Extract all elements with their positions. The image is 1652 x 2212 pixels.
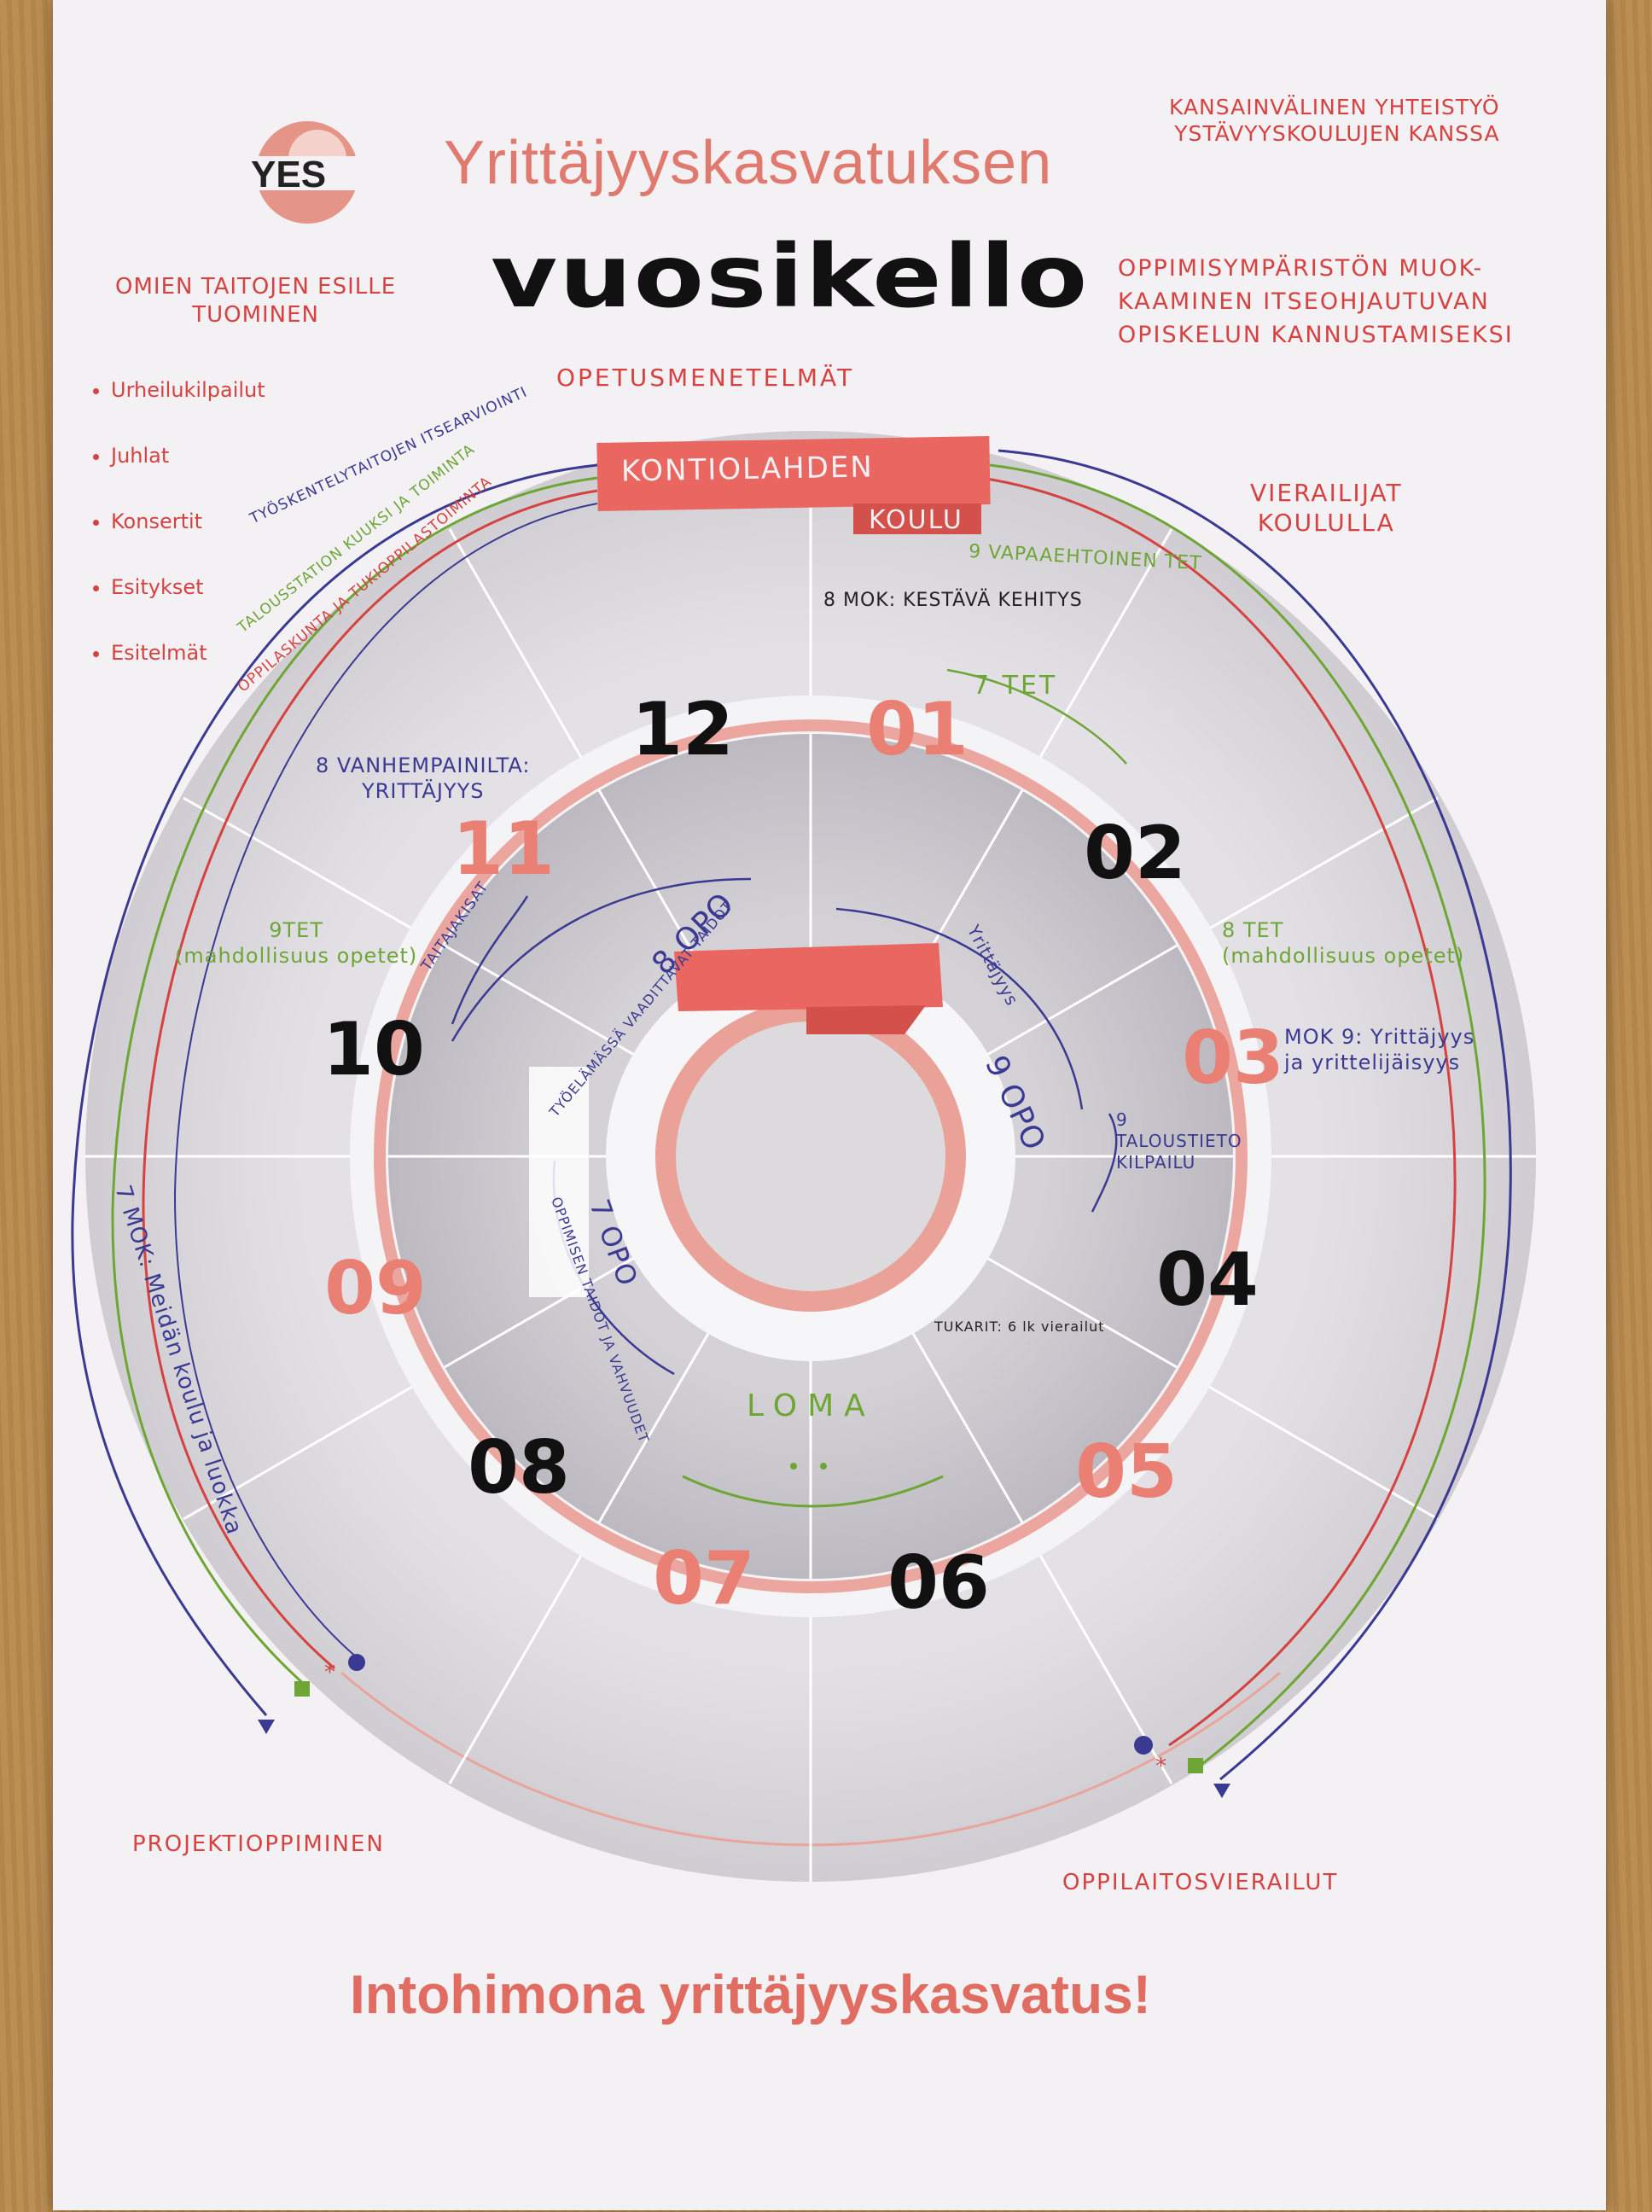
note-talous: 9 TALOUSTIETO KILPAILU xyxy=(1116,1109,1242,1173)
loma-eye-left xyxy=(790,1463,797,1470)
logo-text: YES xyxy=(251,154,327,195)
list-item: Esitykset xyxy=(111,571,265,603)
blue-arc-left xyxy=(71,463,598,1716)
yes-logo: YES xyxy=(247,119,367,226)
red-arc-right xyxy=(980,476,1457,1747)
note-visitors: VIERAILIJAT KOULULLA xyxy=(1250,479,1403,537)
correction-patch xyxy=(529,1067,589,1297)
note-own-skills: OMIEN TAITOJEN ESILLE TUOMINEN xyxy=(115,274,397,328)
month-04: 04 xyxy=(1156,1237,1259,1323)
month-05: 05 xyxy=(1075,1429,1178,1515)
note-school-visits: OPPILAITOSVIERAILUT xyxy=(1062,1870,1339,1895)
opo9-arrow xyxy=(835,907,1084,1110)
blue-triangle-marker-right xyxy=(1213,1784,1230,1798)
month-09: 09 xyxy=(324,1246,427,1331)
green-arc-right xyxy=(989,463,1486,1768)
salmon-ring xyxy=(374,719,1248,1593)
green-square-marker xyxy=(294,1681,310,1697)
taitaja-arrow xyxy=(451,895,529,1025)
month-01: 01 xyxy=(866,687,969,772)
note-methods: OPETUSMENETELMÄT xyxy=(556,364,855,392)
note-parents-evening: 8 VANHEMPAINILTA: YRITTÄJYYS xyxy=(316,754,531,803)
month-03: 03 xyxy=(1182,1016,1284,1101)
month-11: 11 xyxy=(452,806,555,892)
list-item: Esitelmät xyxy=(111,637,265,669)
green-square-marker-right xyxy=(1188,1758,1203,1773)
list-item: Konsertit xyxy=(111,505,265,538)
title-line-2: vuosikello xyxy=(491,226,1090,328)
red-arc-left xyxy=(142,489,598,1670)
month-10: 10 xyxy=(323,1007,425,1092)
note-mok9: MOK 9: Yrittäjyys ja yrittelijäisyys xyxy=(1284,1025,1475,1074)
month-06: 06 xyxy=(887,1540,990,1626)
school-banner: KONTIOLAHDEN xyxy=(596,435,991,512)
month-12: 12 xyxy=(631,687,734,772)
month-07: 07 xyxy=(653,1536,755,1621)
center-banner-fold xyxy=(806,1005,926,1034)
list-item: Urheilukilpailut xyxy=(111,374,265,406)
note-loma: LOMA xyxy=(747,1388,875,1423)
note-tet9: 9TET (mahdollisuus opetet) xyxy=(175,918,418,968)
note-learning-environment: OPPIMISYMPÄRISTÖN MUOK- KAAMINEN ITSEOHJ… xyxy=(1118,255,1514,349)
note-mok8: 8 MOK: KESTÄVÄ KEHITYS xyxy=(823,590,1083,611)
red-star-marker-right: * xyxy=(1155,1754,1166,1779)
green-arc-left xyxy=(111,476,598,1687)
loma-eye-right xyxy=(820,1463,827,1470)
red-star-marker: * xyxy=(324,1660,335,1685)
note-tet7: 7 TET xyxy=(973,671,1058,701)
talous-arrow xyxy=(1091,1113,1118,1213)
blue-circle-marker xyxy=(348,1654,365,1671)
opo8-arrow xyxy=(451,877,752,1042)
note-tet8: 8 TET (mahdollisuus opetet) xyxy=(1222,918,1465,968)
school-banner-line2: KOULU xyxy=(869,505,963,535)
title-line-1: Yrittäjyyskasvatuksen xyxy=(444,129,1053,197)
center-banner xyxy=(674,943,943,1011)
list-item: Juhlat xyxy=(111,439,265,472)
note-tukarit: TUKARIT: 6 lk vierailut xyxy=(934,1318,1105,1335)
blue-triangle-marker xyxy=(258,1720,275,1734)
school-banner-fold: KOULU xyxy=(853,504,981,535)
tet7-arrow xyxy=(946,668,1127,765)
month-02: 02 xyxy=(1084,811,1186,896)
note-own-skills-list: Urheilukilpailut Juhlat Konsertit Esityk… xyxy=(85,341,265,701)
blue-arc-right xyxy=(998,449,1512,1781)
month-08: 08 xyxy=(468,1425,570,1511)
school-banner-line1: KONTIOLAHDEN xyxy=(620,450,875,489)
blue-arc-left-inner xyxy=(173,503,598,1658)
blue-circle-marker-right xyxy=(1134,1736,1153,1755)
loma-smile xyxy=(682,1475,944,1508)
center-disc xyxy=(655,1001,966,1312)
note-international: KANSAINVÄLINEN YHTEISTYÖ YSTÄVYYSKOULUJE… xyxy=(1169,95,1500,147)
footer-slogan: Intohimona yrittäjyyskasvatus! xyxy=(350,1964,1151,2025)
note-project-learning: PROJEKTIOPPIMINEN xyxy=(132,1831,385,1857)
